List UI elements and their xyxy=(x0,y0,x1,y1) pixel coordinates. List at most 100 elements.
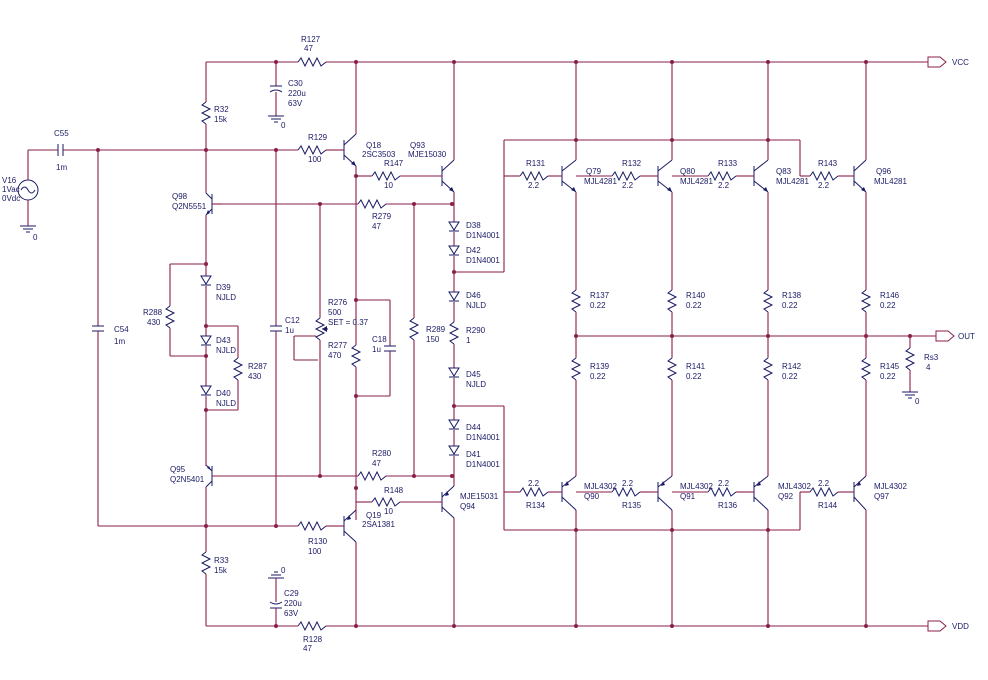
resistor-r133: R133 2.2 xyxy=(707,159,752,190)
transistor-q90: MJL4302 Q90 xyxy=(560,475,617,628)
svg-text:R287: R287 xyxy=(248,362,268,371)
svg-text:Q95: Q95 xyxy=(170,465,186,474)
svg-text:MJL4281: MJL4281 xyxy=(680,177,713,186)
svg-text:R130: R130 xyxy=(308,537,328,546)
resistor-r148: R148 10 xyxy=(356,486,440,516)
svg-text:C54: C54 xyxy=(114,325,129,334)
svg-text:C30: C30 xyxy=(288,79,303,88)
resistor-r144: 2.2 R144 xyxy=(809,479,852,510)
svg-text:R127: R127 xyxy=(301,35,321,44)
svg-text:R33: R33 xyxy=(214,556,229,565)
svg-text:D45: D45 xyxy=(466,370,481,379)
svg-text:R133: R133 xyxy=(718,159,738,168)
transistor-q83: Q83 MJL4281 xyxy=(752,60,809,290)
svg-text:Q92: Q92 xyxy=(778,492,794,501)
capacitor-c54: C54 1m xyxy=(92,150,298,527)
svg-text:D39: D39 xyxy=(216,283,231,292)
svg-text:D43: D43 xyxy=(216,336,231,345)
resistor-r132: R132 2.2 xyxy=(611,159,656,190)
svg-text:NJLD: NJLD xyxy=(466,380,486,389)
transistor-q95: Q95 Q2N5401 xyxy=(170,464,452,498)
svg-text:0.22: 0.22 xyxy=(590,372,606,381)
svg-text:MJE15030: MJE15030 xyxy=(408,150,447,159)
svg-text:63V: 63V xyxy=(288,99,303,108)
svg-text:R146: R146 xyxy=(880,291,900,300)
svg-text:0.22: 0.22 xyxy=(782,372,798,381)
svg-text:OUT: OUT xyxy=(958,332,975,341)
svg-text:R140: R140 xyxy=(686,291,706,300)
svg-text:R132: R132 xyxy=(622,159,642,168)
svg-text:Q80: Q80 xyxy=(680,167,696,176)
center-chain xyxy=(452,232,504,486)
diode-d45: D45 NJLD xyxy=(448,367,486,389)
svg-text:R136: R136 xyxy=(718,501,738,510)
transistor-q79: Q79 MJL4281 xyxy=(560,60,617,290)
transistor-q94: MJE15031 Q94 xyxy=(440,485,499,628)
source-v16: V16 1Vac 0Vdc 0 xyxy=(2,150,39,242)
svg-text:NJLD: NJLD xyxy=(466,301,486,310)
svg-text:15k: 15k xyxy=(214,115,228,124)
resistor-r147: R147 10 xyxy=(356,159,440,190)
svg-text:MJL4281: MJL4281 xyxy=(874,177,907,186)
svg-text:0.22: 0.22 xyxy=(686,372,702,381)
diode-d42: D42 D1N4001 xyxy=(448,245,500,265)
svg-text:430: 430 xyxy=(147,318,161,327)
svg-text:R128: R128 xyxy=(303,635,323,644)
svg-text:1m: 1m xyxy=(114,337,125,346)
resistor-r135: 2.2 R135 xyxy=(611,479,656,510)
svg-text:2.2: 2.2 xyxy=(718,181,730,190)
svg-text:Q90: Q90 xyxy=(584,492,600,501)
diode-d41: D41 D1N4001 xyxy=(448,445,500,469)
svg-text:2.2: 2.2 xyxy=(718,479,730,488)
svg-text:150: 150 xyxy=(426,335,440,344)
svg-text:R131: R131 xyxy=(526,159,546,168)
svg-text:47: 47 xyxy=(372,222,381,231)
out-port: OUT xyxy=(935,330,975,342)
transistor-q80: Q80 MJL4281 xyxy=(656,60,713,290)
svg-text:2.2: 2.2 xyxy=(622,479,634,488)
svg-text:1Vac: 1Vac xyxy=(2,185,20,194)
resistor-r145: R145 0.22 xyxy=(860,357,900,476)
svg-text:Q79: Q79 xyxy=(586,167,602,176)
svg-text:V16: V16 xyxy=(2,176,17,185)
svg-text:NJLD: NJLD xyxy=(216,293,236,302)
svg-text:2.2: 2.2 xyxy=(528,479,540,488)
resistor-r127: R127 47 xyxy=(297,35,327,68)
transistor-q18: Q18 2SC3503 xyxy=(342,60,396,340)
resistor-r143: R143 2.2 xyxy=(809,159,852,190)
svg-text:Rs3: Rs3 xyxy=(924,353,939,362)
svg-text:2.2: 2.2 xyxy=(818,181,830,190)
svg-text:0.22: 0.22 xyxy=(880,372,896,381)
svg-text:47: 47 xyxy=(303,644,312,653)
svg-text:MJE15031: MJE15031 xyxy=(460,492,499,501)
svg-text:R290: R290 xyxy=(466,326,486,335)
svg-text:D1N4001: D1N4001 xyxy=(466,231,500,240)
svg-text:C18: C18 xyxy=(372,335,387,344)
svg-text:R135: R135 xyxy=(622,501,642,510)
svg-text:Q96: Q96 xyxy=(876,167,892,176)
svg-text:MJL4281: MJL4281 xyxy=(776,177,809,186)
svg-text:C29: C29 xyxy=(284,589,299,598)
resistor-r130: R130 100 xyxy=(297,520,342,556)
resistor-r279: R279 47 xyxy=(318,198,454,231)
svg-text:4: 4 xyxy=(926,363,931,372)
svg-text:R141: R141 xyxy=(686,362,706,371)
transistor-q96: Q96 MJL4281 xyxy=(852,60,907,290)
resistor-r139: R139 0.22 xyxy=(570,357,610,476)
resistor-r129: R129 100 xyxy=(297,133,342,164)
svg-text:C55: C55 xyxy=(54,129,69,138)
svg-text:1u: 1u xyxy=(285,326,294,335)
svg-text:C12: C12 xyxy=(285,316,300,325)
svg-text:0.22: 0.22 xyxy=(590,301,606,310)
diode-d44: D44 D1N4001 xyxy=(448,419,500,442)
svg-text:Q93: Q93 xyxy=(410,141,426,150)
transistor-q97: MJL4302 Q97 xyxy=(852,475,907,628)
svg-text:R144: R144 xyxy=(818,501,838,510)
transistor-q98: Q98 Q2N5551 xyxy=(172,190,452,216)
svg-text:D46: D46 xyxy=(466,291,481,300)
svg-text:Q94: Q94 xyxy=(460,502,476,511)
resistor-r287: R287 430 xyxy=(232,357,268,381)
svg-text:R277: R277 xyxy=(328,341,348,350)
svg-text:47: 47 xyxy=(372,459,381,468)
